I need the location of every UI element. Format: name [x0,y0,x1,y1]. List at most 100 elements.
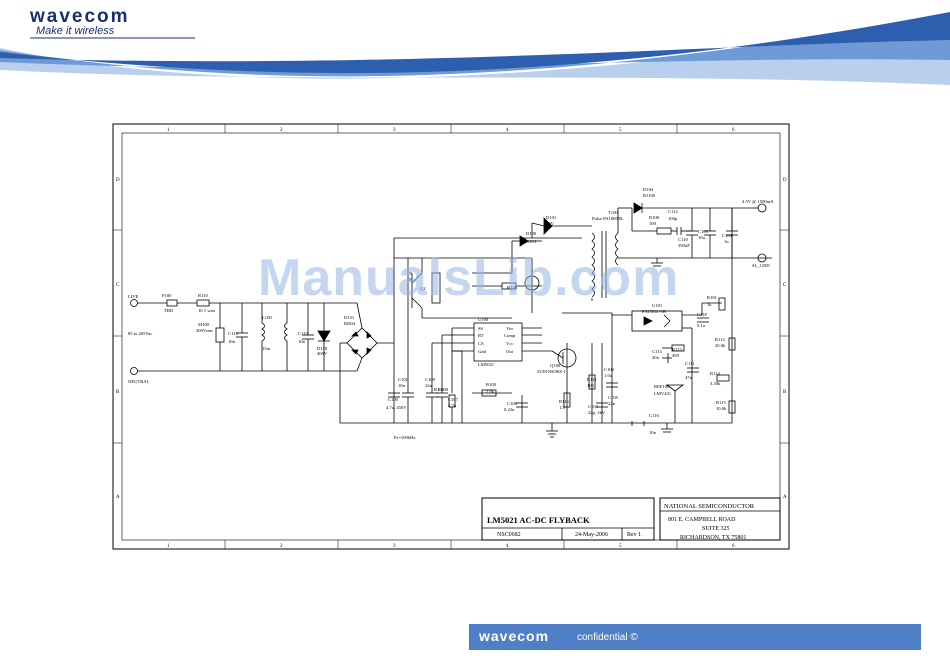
label-r114: R114 [710,371,720,376]
label-c112-val: 100p [668,216,678,221]
ruler-num-top-6: 6 [732,128,735,133]
feedback-section [612,208,736,433]
label-r111: R111 [587,377,597,382]
title-block-company: NATIONAL SEMICONDUCTOR [664,503,755,510]
ruler-let-right-a: A [783,495,787,500]
label-r110-val: 10 1 watt [198,308,216,313]
label-out-v: 4.5V @ 1500mA [742,199,774,204]
label-c109-val: 22n [425,383,433,388]
ruler-let-right-c: C [783,283,787,288]
ruler-num-bot-6: 6 [732,544,735,549]
input-section [130,299,592,424]
title-block-date: 24-May-2006 [575,532,608,538]
label-c106: C106 [507,401,518,406]
ruler-num-top-4: 4 [506,128,509,133]
label-r108: R108 [649,215,660,220]
footer-bar: wavecom confidential © [469,624,921,650]
title-block-rev: Rev 1 [627,532,641,538]
label-u100: U100 [478,317,489,322]
ruler-num-bot-2: 2 [280,544,283,549]
label-r112-val: 20.0k [715,343,726,348]
ruler-num-bot-1: 1 [167,544,170,549]
label-c103-val: 22p, 1kV [588,410,606,416]
label-c107-val: 4.7u [448,403,457,408]
label-c105: C105 [608,395,619,400]
label-r115: R115 [716,400,726,405]
wavecom-logo: wavecom [30,6,130,27]
label-ref100-val: LMV431 [654,391,672,396]
transformer-section [472,202,772,313]
label-c116: C116 [649,413,659,418]
label-u100-pin-cs: CS [478,341,484,346]
label-u100-pin-gnd: Gnd [478,349,487,354]
label-c105-val: 22n [608,401,616,406]
ruler-num-bot-4: 4 [506,544,509,549]
label-c112: C112 [668,209,678,214]
label-d120: D120 [317,346,328,351]
label-c114-val: 10n [228,339,236,344]
label-u100-pin-vcc: Vcc [506,341,513,346]
ruler-num-top-2: 2 [280,128,283,133]
label-u100-pin-out: Out [506,349,514,354]
label-u101: U101 [652,303,663,308]
label-n2: B [409,277,412,282]
label-c110: C110 [678,237,688,242]
label-q2: Q2 [420,286,426,291]
label-d121: D121 [344,315,355,320]
label-c113-val: 20n [652,355,660,360]
label-c103b: C103 [698,229,709,234]
label-d101: D101 [546,215,557,220]
label-f100: F100 [162,293,172,298]
label-n1: N [409,271,413,276]
label-r109-val: 2.0k [486,389,495,394]
label-c116-val: 10n [649,430,657,435]
ruler-let-right-d: D [783,178,787,183]
label-c115: C115 [298,331,308,336]
label-q100: Q100 [550,363,561,368]
label-t100-val: Pulse PA1800NL [592,216,624,221]
label-c101-val: 10n [398,383,406,388]
label-fs: Fs=100kHz [394,435,415,440]
label-c103b-val: 10u [698,235,706,240]
ruler-num-top-3: 3 [393,128,396,133]
label-c104: C104 [722,233,733,238]
label-c101: C101 [398,377,409,382]
label-r115-val: 10.0k [716,406,727,411]
label-r101: R101 [707,295,718,300]
label-c104-val: 1u [724,239,729,244]
label-out-gnd: SL_GND [752,263,770,268]
label-c118-val: 0.1u [697,323,706,328]
label-d104: D104 [643,187,654,192]
label-r108-val: 100 [649,221,657,226]
title-block-address3: RICHARDSON, TX 75801 [680,535,746,541]
ruler-let-left-a: A [116,495,120,500]
label-c114: C114 [228,331,238,336]
label-c115-val: 10n [298,339,306,344]
label-u100-name: LM5021 [478,362,495,367]
ruler-let-left-b: B [116,390,120,395]
label-d101-val: 20V [546,221,555,226]
ruler-num-bot-3: 3 [393,544,396,549]
label-live: LIVE [128,294,139,299]
ruler-let-left-d: D [116,178,120,183]
label-r120: R120 [507,285,518,290]
label-q100-val: STD1NK90Z-1 [537,369,567,374]
footer-confidential: confidential © [577,632,638,643]
ruler-num-bot-5: 5 [619,544,622,549]
label-m100: M100 [198,322,210,327]
label-c103: C103 [588,404,599,409]
label-c102: C102 [604,367,615,372]
title-block-address1: 801 E. CAMPBELL ROAD [668,517,736,523]
label-r101-val: 1k [707,302,712,307]
label-c107: C107 [448,397,459,402]
label-c102-val: 1.0u [604,373,613,378]
label-l100-val: 15m [262,346,271,351]
ruler-let-right-b: B [783,390,787,395]
label-d100: D100 [526,231,537,236]
title-block-title: LM5021 AC-DC FLYBACK [487,515,590,525]
label-u100-pin-vin: Vin [506,326,513,331]
ruler-ticks [113,124,789,549]
label-neutral: NEUTRAL [128,379,150,384]
ruler-num-top-5: 5 [619,128,622,133]
label-c111: C111 [685,361,695,366]
